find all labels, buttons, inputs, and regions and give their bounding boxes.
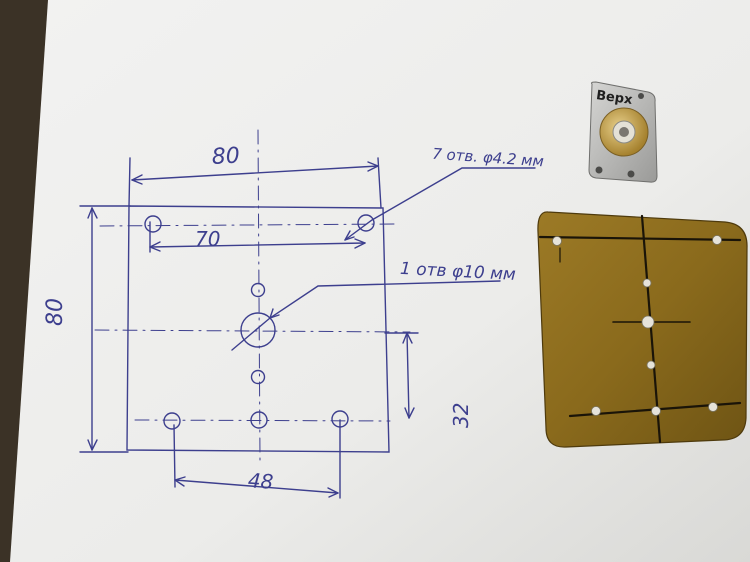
centerline-top-holes bbox=[99, 223, 396, 227]
part-marking-text: Верх bbox=[595, 88, 634, 108]
hole-top-right bbox=[357, 214, 375, 232]
plate-outline bbox=[126, 205, 390, 453]
board-line-vertical bbox=[640, 214, 662, 444]
leader-center-hole bbox=[231, 280, 501, 351]
board-line-top bbox=[538, 235, 742, 242]
hole-lower-center bbox=[250, 369, 266, 385]
label-70: 70 bbox=[195, 227, 220, 251]
label-height: 80 bbox=[43, 298, 68, 326]
leader-small-holes bbox=[344, 167, 536, 241]
label-width: 80 bbox=[211, 143, 240, 169]
hole-center-large bbox=[240, 312, 276, 348]
hole-bottom-left bbox=[163, 412, 181, 430]
technical-drawing bbox=[79, 129, 536, 499]
dim-line-right bbox=[406, 332, 410, 419]
hole-top-left bbox=[144, 215, 162, 233]
textolite-board bbox=[537, 211, 748, 448]
metal-part: Верх bbox=[588, 81, 658, 183]
ext-line-left bbox=[128, 157, 131, 207]
label-48: 48 bbox=[247, 468, 274, 494]
hole-upper-center bbox=[250, 282, 266, 298]
centerline-horizontal bbox=[94, 329, 411, 333]
hole-bottom-right bbox=[331, 410, 349, 428]
dim-line-top bbox=[131, 165, 379, 181]
dim-line-48 bbox=[174, 479, 339, 494]
dim-line-70 bbox=[149, 242, 366, 248]
label-32: 32 bbox=[449, 403, 473, 428]
hole-bottom-center bbox=[250, 411, 268, 429]
